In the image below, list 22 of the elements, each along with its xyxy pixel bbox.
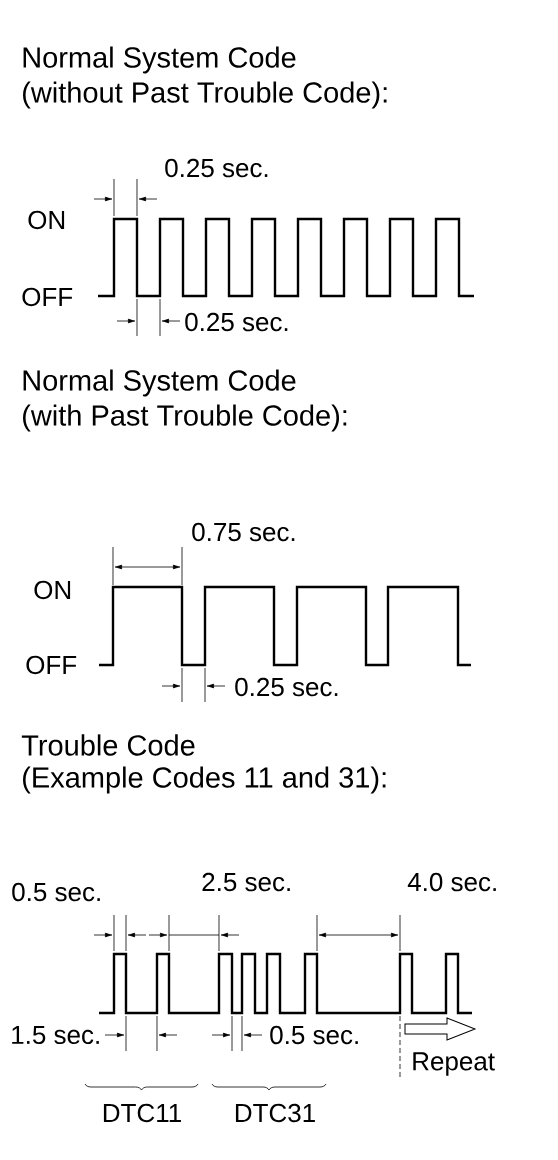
section-heading: Normal System Code <box>23 46 296 74</box>
code-label: DTC11 <box>103 1103 181 1123</box>
signal-level-label: OFF <box>22 287 73 307</box>
signal-level-label: ON <box>28 210 65 230</box>
section-heading: Trouble Code <box>21 734 195 756</box>
section-heading: (with Past Trouble Code): <box>23 404 347 432</box>
duration-label: 2.5 sec. <box>202 872 290 892</box>
signal-level-label: ON <box>34 580 71 600</box>
section-heading: Normal System Code <box>23 369 296 397</box>
repeat-label: Repeat <box>413 1052 495 1076</box>
signal-level-label: OFF <box>26 655 77 675</box>
section-heading: (Example Codes 11 and 31): <box>23 766 386 794</box>
duration-label: 0.25 sec. <box>165 158 268 178</box>
duration-label: 0.25 sec. <box>235 677 338 697</box>
duration-label: 0.75 sec. <box>192 522 295 542</box>
duration-label: 0.25 sec. <box>185 312 288 332</box>
section-heading: (without Past Trouble Code): <box>23 81 387 109</box>
code-label: DTC31 <box>235 1103 315 1123</box>
duration-label: 1.5 sec. <box>12 1025 99 1045</box>
duration-label: 4.0 sec. <box>407 872 496 892</box>
duration-label: 0.5 sec. <box>12 882 100 902</box>
duration-label: 0.5 sec. <box>270 1025 358 1045</box>
